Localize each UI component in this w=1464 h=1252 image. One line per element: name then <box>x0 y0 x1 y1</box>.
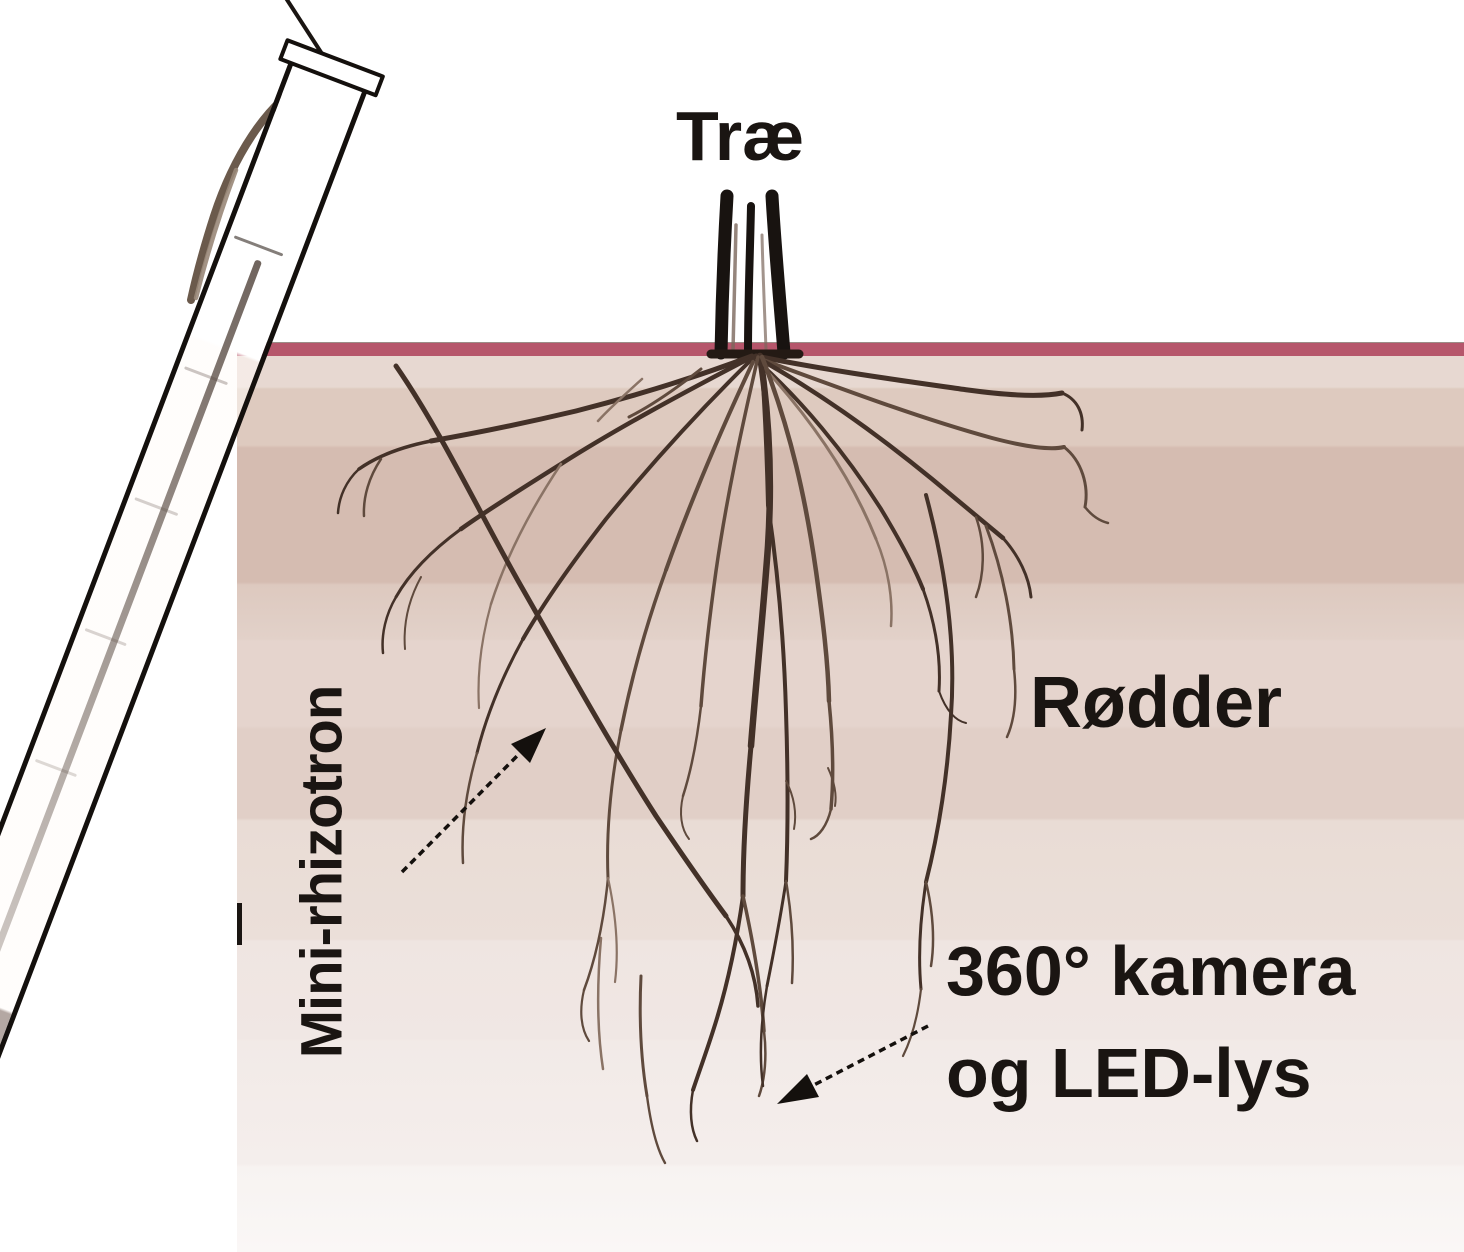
camera-label-line2: og LED-lys <box>946 1034 1312 1112</box>
camera-label-line1: 360° kamera <box>946 932 1356 1010</box>
tube-graduation-mark <box>233 235 284 257</box>
tree-label: Træ <box>676 97 805 175</box>
minirhizotron-label: Mini-rhizotron <box>289 685 355 1059</box>
tube-graduation-mark <box>183 366 229 386</box>
tube-inner-rod <box>0 259 263 996</box>
tube-top-cap <box>277 37 386 98</box>
camera-label: 360° kamera og LED-lys <box>946 920 1355 1124</box>
soil-edge-mark <box>237 903 242 945</box>
roots-label: Rødder <box>1030 663 1282 743</box>
soil-surface-line <box>237 342 1464 356</box>
tube-graduation-mark <box>134 497 179 517</box>
